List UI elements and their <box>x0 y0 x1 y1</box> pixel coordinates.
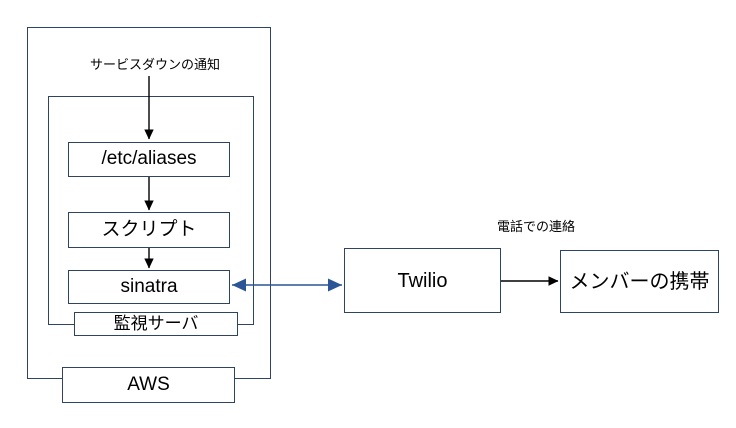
box-member-phone[interactable]: メンバーの携帯 <box>560 250 719 313</box>
box-etc-aliases-label: /etc/aliases <box>101 148 197 170</box>
box-etc-aliases[interactable]: /etc/aliases <box>68 142 230 177</box>
box-monitoring-server[interactable]: 監視サーバ <box>74 312 238 336</box>
box-script[interactable]: スクリプト <box>68 212 230 248</box>
box-twilio-label: Twilio <box>397 269 448 292</box>
caption-service-down-notification: サービスダウンの通知 <box>89 57 220 72</box>
box-member-phone-label: メンバーの携帯 <box>569 270 710 293</box>
box-script-label: スクリプト <box>101 218 197 240</box>
box-sinatra-label: sinatra <box>120 275 178 297</box>
box-twilio[interactable]: Twilio <box>344 248 501 313</box>
box-sinatra[interactable]: sinatra <box>68 270 230 304</box>
caption-phone-contact: 電話での連絡 <box>496 219 575 234</box>
box-aws-label-text: AWS <box>127 373 170 395</box>
box-aws[interactable]: AWS <box>62 367 235 403</box>
box-monitoring-server-label: 監視サーバ <box>113 313 199 333</box>
